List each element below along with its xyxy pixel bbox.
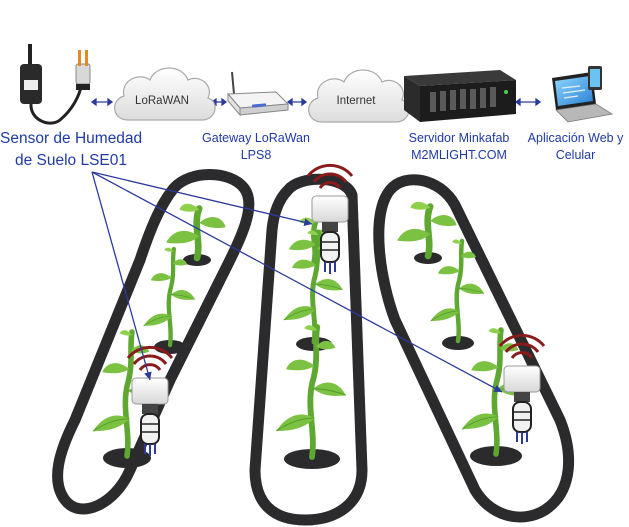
internet-cloud-label: Internet: [337, 95, 377, 107]
sensor-label-line1: Sensor de Humedad: [0, 130, 143, 147]
pointer-lines: [91, 171, 503, 393]
gateway-device-icon: [226, 71, 290, 117]
gateway-label-line2: LPS8: [240, 147, 272, 162]
app-label-line1: Aplicación Web y: [527, 131, 624, 145]
field-track-middle: [249, 173, 368, 526]
sensor-label: Sensor de Humedad de Suelo LSE01: [0, 128, 142, 173]
field-track-left: [52, 169, 255, 515]
app-label-line2: Celular: [555, 147, 596, 162]
gateway-label: Gateway LoRaWan LPS8: [192, 130, 320, 164]
gateway-label-line1: Gateway LoRaWan: [202, 131, 310, 145]
lorawan-cloud-label: LoRaWAN: [135, 95, 189, 107]
sensor-device-icon: [20, 44, 91, 125]
field-sensor-left: [126, 345, 174, 458]
sensor-label-line2: de Suelo LSE01: [14, 152, 128, 170]
app-label: Aplicación Web y Celular: [522, 130, 629, 164]
field-track-right: [373, 174, 575, 523]
laptop-phone-icon: [552, 66, 614, 123]
server-label: Servidor Minkafab M2MLIGHT.COM: [395, 130, 523, 164]
server-label-line2: M2MLIGHT.COM: [411, 147, 507, 162]
internet-cloud-icon: Internet: [308, 69, 410, 123]
lorawan-cloud-icon: LoRaWAN: [114, 67, 216, 121]
server-icon: [404, 70, 516, 122]
server-label-line1: Servidor Minkafab: [408, 131, 510, 145]
field-sensor-right: [498, 333, 546, 446]
